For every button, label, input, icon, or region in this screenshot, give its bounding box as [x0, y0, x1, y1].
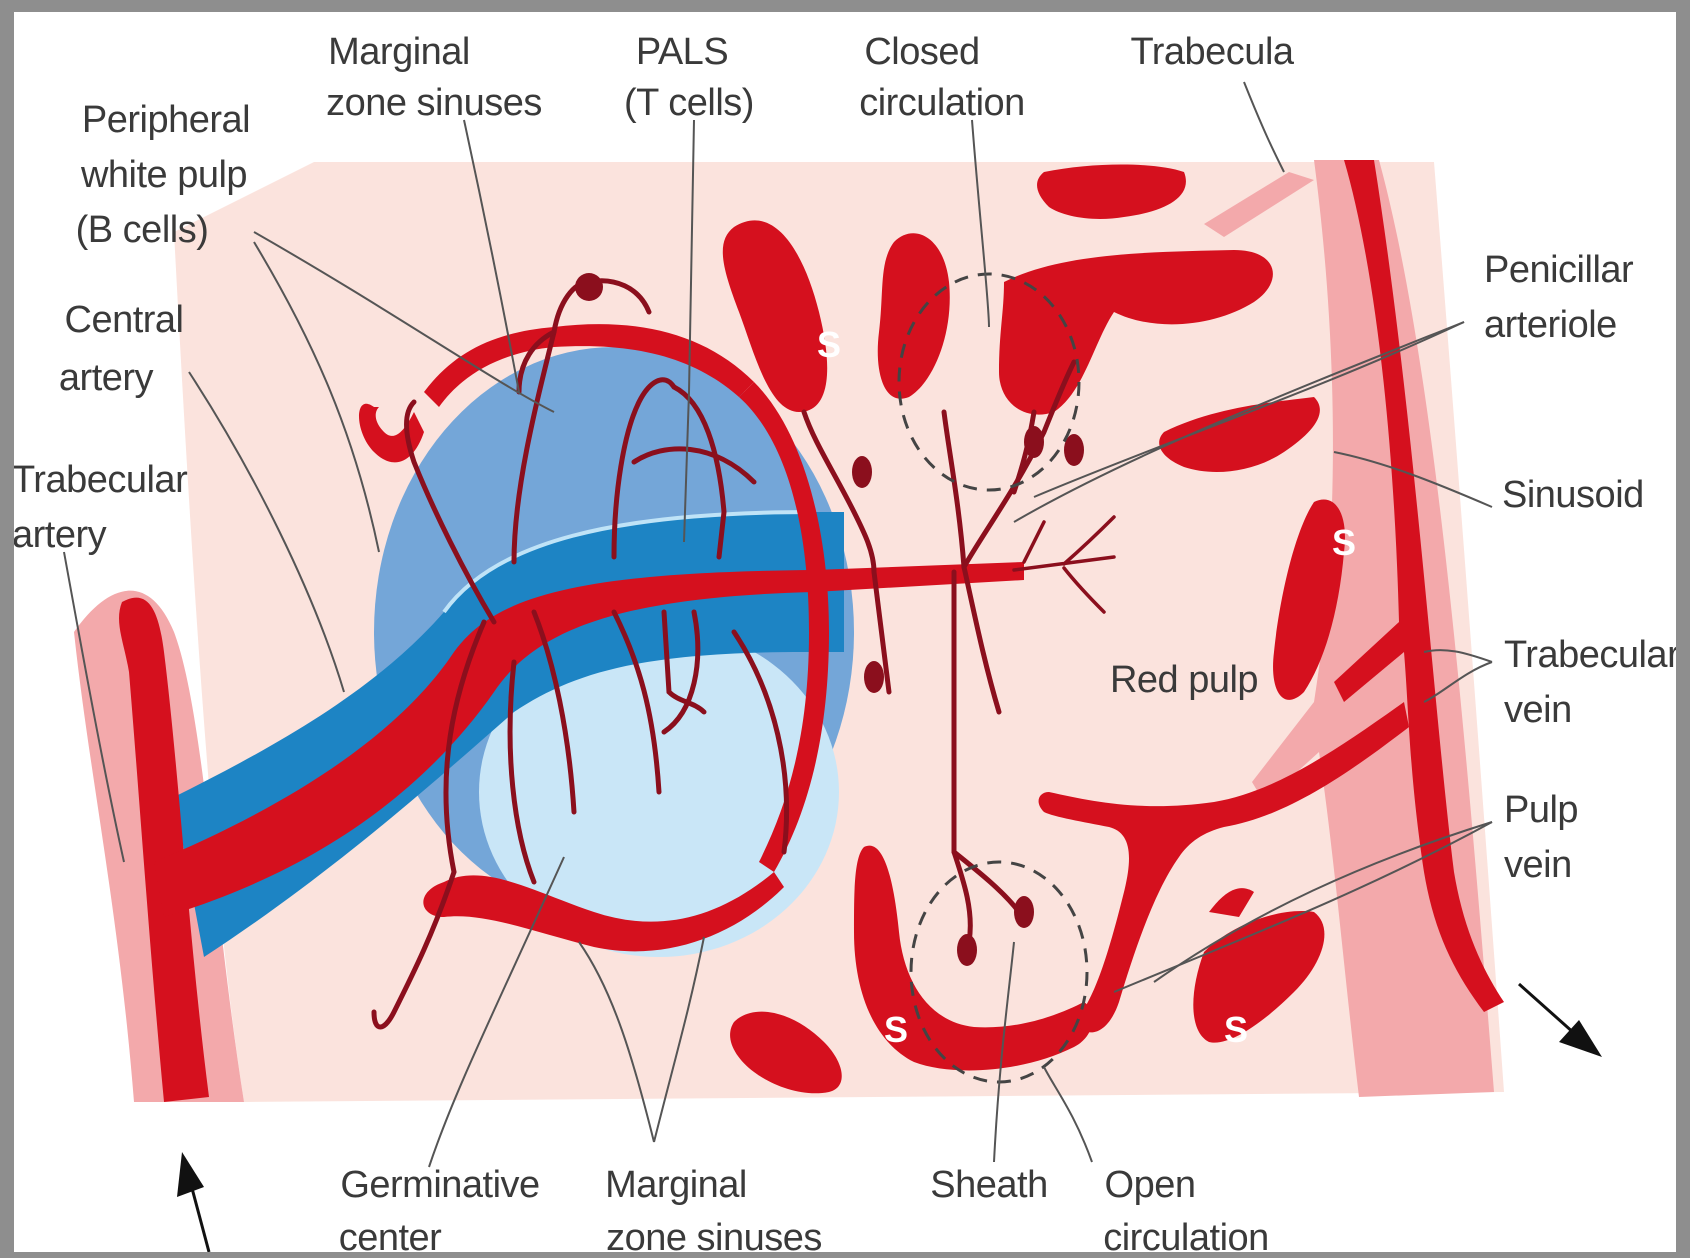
sinus-mark-2: S [1332, 522, 1356, 563]
label-closed-circulation-1: Closed [864, 31, 979, 73]
label-marginal-zone-sinuses-top-2: zone sinuses [326, 82, 542, 124]
label-trabecular-vein-2: vein [1504, 689, 1572, 731]
spleen-circulation-diagram: S S S S Marginal zone sinuses PALS [14, 12, 1676, 1252]
label-penicillar-arteriole-2: arteriole [1484, 304, 1617, 346]
label-open-circulation-1: Open [1105, 1164, 1196, 1206]
label-open-circulation-2: circulation [1103, 1217, 1269, 1252]
label-peripheral-white-pulp-2: white pulp [80, 154, 247, 196]
label-sheath: Sheath [930, 1164, 1047, 1206]
diagram-canvas: S S S S Marginal zone sinuses PALS [14, 12, 1676, 1252]
inflow-arrow [177, 1152, 209, 1252]
sinus-mark-3: S [884, 1009, 908, 1050]
label-peripheral-white-pulp-3: (B cells) [76, 209, 209, 251]
label-pulp-vein-2: vein [1504, 844, 1572, 886]
label-marginal-zone-sinuses-top-1: Marginal [328, 31, 470, 73]
label-trabecular-artery-2: artery [14, 514, 107, 556]
label-trabecular-artery-1: Trabecular [14, 459, 188, 501]
label-pulp-vein-1: Pulp [1504, 789, 1578, 831]
label-germinative-center-1: Germinative [340, 1164, 539, 1206]
label-trabecula: Trabecula [1130, 31, 1294, 73]
label-trabecular-vein-1: Trabecular [1504, 634, 1676, 676]
label-closed-circulation-2: circulation [859, 82, 1025, 124]
label-penicillar-arteriole-1: Penicillar [1484, 249, 1634, 291]
label-peripheral-white-pulp-1: Peripheral [82, 99, 250, 141]
label-pals-1: PALS [636, 31, 728, 73]
label-central-artery-1: Central [65, 299, 184, 341]
sinus-mark-4: S [1224, 1009, 1248, 1050]
label-pals-2: (T cells) [624, 82, 754, 124]
outflow-arrow [1519, 984, 1602, 1057]
label-red-pulp: Red pulp [1110, 659, 1258, 701]
label-marginal-zone-sinuses-bottom-1: Marginal [605, 1164, 747, 1206]
label-sinusoid: Sinusoid [1502, 474, 1644, 516]
label-germinative-center-2: center [339, 1217, 442, 1252]
sinus-mark-1: S [817, 324, 841, 365]
label-marginal-zone-sinuses-bottom-2: zone sinuses [606, 1217, 822, 1252]
label-central-artery-2: artery [59, 357, 154, 399]
